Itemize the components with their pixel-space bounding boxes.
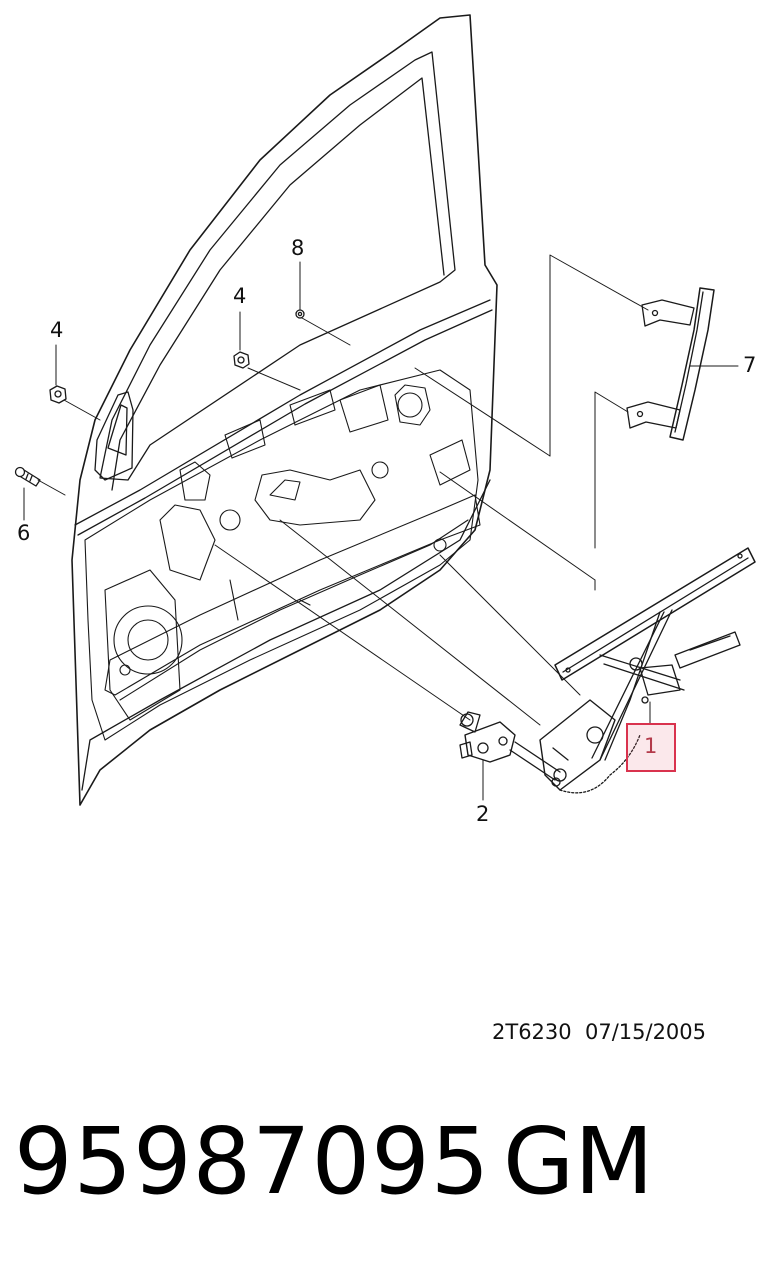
fastener-4-nut-left — [49, 385, 67, 404]
fastener-4-nut — [233, 351, 250, 369]
fastener-8 — [295, 309, 305, 319]
regulator-motor-2 — [459, 711, 561, 787]
callout-4-upper: 4 — [233, 284, 247, 308]
leader-lines — [23, 254, 739, 801]
part-number: 95987095 — [14, 1108, 491, 1215]
callout-4-left: 4 — [50, 318, 64, 342]
callout-6: 6 — [17, 521, 31, 545]
callout-7: 7 — [743, 353, 757, 377]
glass-channel-7 — [626, 287, 715, 441]
inner-panel — [84, 369, 481, 741]
door-shell — [71, 14, 498, 806]
fastener-6-bolt — [14, 466, 41, 487]
callout-2: 2 — [476, 802, 490, 826]
highlight-box — [626, 723, 676, 772]
callout-1: 1 — [644, 734, 658, 758]
callout-8: 8 — [291, 236, 305, 260]
brand-name: GM — [503, 1108, 654, 1215]
drawing-code: 2T6230 07/15/2005 — [492, 1020, 707, 1044]
window-regulator-1 — [539, 547, 756, 794]
door-exploded-diagram — [14, 14, 756, 806]
